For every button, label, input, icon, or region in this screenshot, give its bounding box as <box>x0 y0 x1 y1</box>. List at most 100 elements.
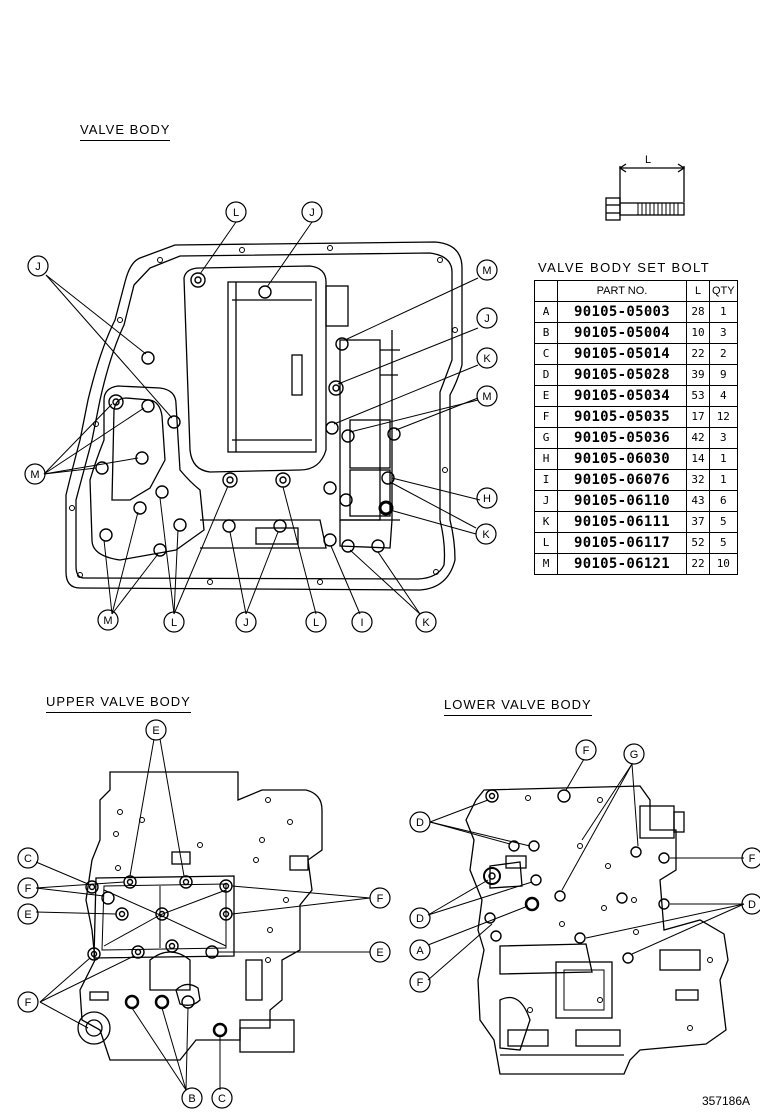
callout-label: E <box>152 725 159 737</box>
callout-label: M <box>30 469 39 481</box>
callout-label: L <box>313 617 319 629</box>
row-length: 32 <box>686 469 710 491</box>
row-key: M <box>534 553 558 575</box>
callout-label: D <box>748 899 756 911</box>
row-key: D <box>534 364 558 386</box>
row-qty: 9 <box>709 364 738 386</box>
callout-label: F <box>25 883 32 895</box>
figure-number: 357186A <box>701 1094 750 1108</box>
row-key: A <box>534 301 558 323</box>
row-key: C <box>534 343 558 365</box>
row-qty: 3 <box>709 322 738 344</box>
callout-label: M <box>482 391 491 403</box>
valve-body-title: VALVE BODY <box>80 122 171 141</box>
row-part-no: 90105-05003 <box>557 301 687 323</box>
row-length: 22 <box>686 553 710 575</box>
row-length: 28 <box>686 301 710 323</box>
row-key: F <box>534 406 558 428</box>
callout-label: M <box>103 615 112 627</box>
upper-valve-body-diagram <box>17 719 391 1109</box>
callout-label: G <box>630 749 639 761</box>
lower-valve-body-title: LOWER VALVE BODY <box>444 697 592 716</box>
callout-label: B <box>188 1093 195 1105</box>
row-qty: 4 <box>709 385 738 407</box>
row-qty: 1 <box>709 448 738 470</box>
row-length: 53 <box>686 385 710 407</box>
row-qty: 12 <box>709 406 738 428</box>
row-part-no: 90105-05035 <box>557 406 687 428</box>
row-part-no: 90105-06110 <box>557 490 687 512</box>
callout-label: D <box>416 817 424 829</box>
row-length: 14 <box>686 448 710 470</box>
callout-label: A <box>416 945 424 957</box>
row-length: 43 <box>686 490 710 512</box>
row-length: 52 <box>686 532 710 554</box>
row-part-no: 90105-05014 <box>557 343 687 365</box>
callout-label: J <box>35 261 41 273</box>
row-part-no: 90105-05036 <box>557 427 687 449</box>
row-qty: 6 <box>709 490 738 512</box>
callout-label: L <box>171 617 177 629</box>
callout-label: J <box>309 207 315 219</box>
row-key: H <box>534 448 558 470</box>
callout-label: K <box>422 617 430 629</box>
callout-label: F <box>25 997 32 1009</box>
row-length: 42 <box>686 427 710 449</box>
header-key <box>534 280 558 302</box>
header-part-no: PART NO. <box>557 280 687 302</box>
callout-label: C <box>24 853 32 865</box>
callout-label: F <box>417 977 424 989</box>
row-part-no: 90105-06117 <box>557 532 687 554</box>
upper-valve-body-title: UPPER VALVE BODY <box>46 694 191 713</box>
valve-body-bolts <box>95 272 401 557</box>
row-qty: 2 <box>709 343 738 365</box>
row-length: 37 <box>686 511 710 533</box>
callout-label: L <box>233 207 239 219</box>
bolt-length-label: L <box>645 154 651 166</box>
callout-label: J <box>484 313 490 325</box>
row-part-no: 90105-06076 <box>557 469 687 491</box>
row-key: I <box>534 469 558 491</box>
row-key: J <box>534 490 558 512</box>
row-part-no: 90105-05028 <box>557 364 687 386</box>
callout-label: I <box>360 617 363 629</box>
row-qty: 3 <box>709 427 738 449</box>
valve-body-callouts <box>24 201 498 633</box>
table-header-row: PART NO. L QTY <box>534 280 738 302</box>
row-part-no: 90105-05034 <box>557 385 687 407</box>
callout-label: F <box>583 745 590 757</box>
row-key: K <box>534 511 558 533</box>
row-length: 10 <box>686 322 710 344</box>
callout-label: K <box>482 529 490 541</box>
row-key: B <box>534 322 558 344</box>
row-key: G <box>534 427 558 449</box>
header-qty: QTY <box>709 280 738 302</box>
row-qty: 1 <box>709 469 738 491</box>
row-qty: 10 <box>709 553 738 575</box>
callout-label: K <box>483 353 491 365</box>
row-part-no: 90105-06121 <box>557 553 687 575</box>
callout-label: E <box>376 947 383 959</box>
row-qty: 5 <box>709 511 738 533</box>
header-length: L <box>686 280 710 302</box>
row-length: 17 <box>686 406 710 428</box>
row-length: 39 <box>686 364 710 386</box>
callout-label: H <box>483 493 491 505</box>
row-qty: 5 <box>709 532 738 554</box>
parts-table-title: VALVE BODY SET BOLT <box>538 260 711 275</box>
row-part-no: 90105-05004 <box>557 322 687 344</box>
row-key: E <box>534 385 558 407</box>
lower-valve-body-diagram <box>409 739 760 1075</box>
